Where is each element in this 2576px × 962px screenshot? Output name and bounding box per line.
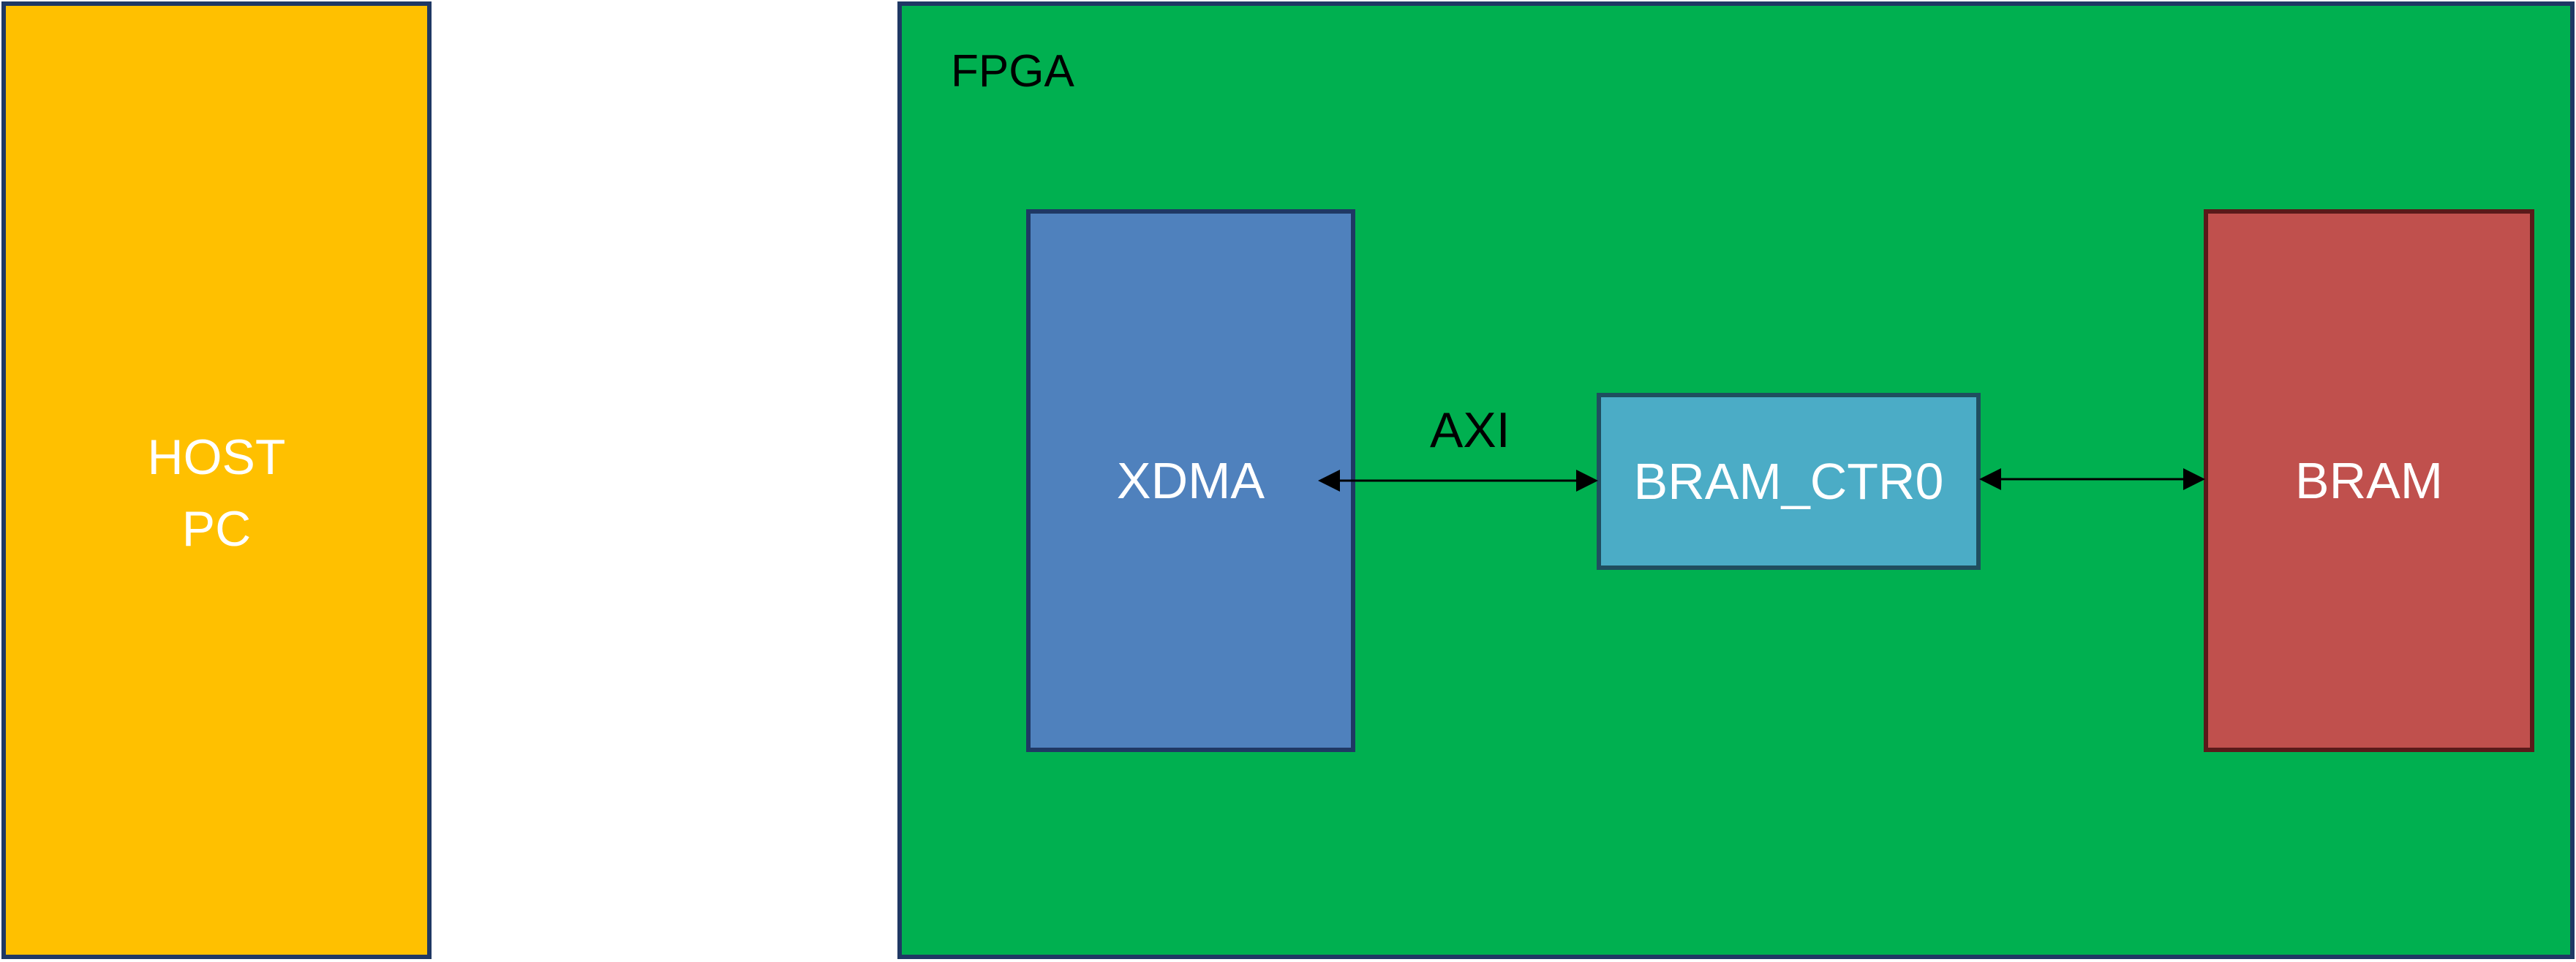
host-pc-block: HOST PC	[1, 1, 432, 959]
xdma-label: XDMA	[1116, 452, 1265, 509]
fpga-label: FPGA	[951, 46, 1074, 97]
bram-controller-label: BRAM_CTR0	[1633, 453, 1944, 510]
bram-controller-block: BRAM_CTR0	[1597, 393, 1981, 570]
bram-label: BRAM	[2294, 452, 2444, 509]
host-label-line2: PC	[181, 501, 252, 557]
host-label-line1: HOST	[147, 429, 286, 485]
xdma-block: XDMA	[1026, 209, 1355, 752]
host-pc-label: HOST PC	[6, 421, 427, 565]
axi-connection-label: AXI	[1430, 402, 1510, 458]
bram-block: BRAM	[2204, 209, 2534, 752]
